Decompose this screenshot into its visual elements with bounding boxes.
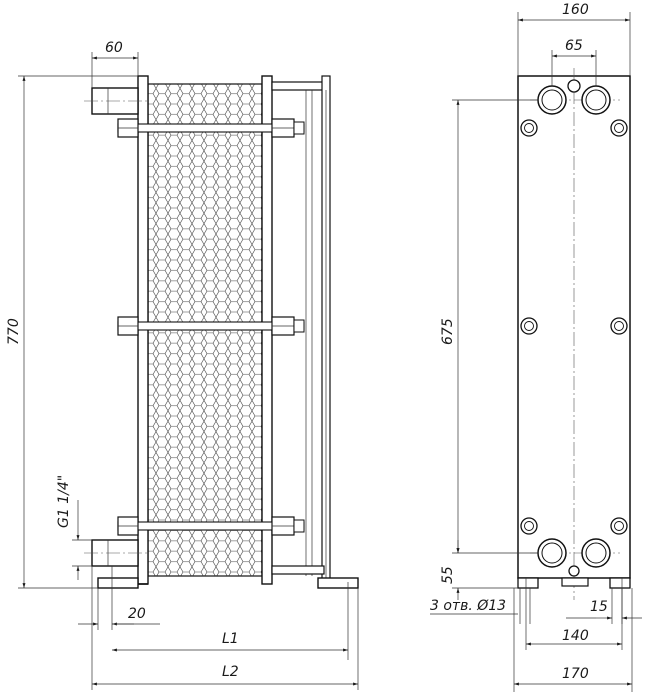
dim-front-width: 160 bbox=[562, 2, 589, 18]
bolt-top-right bbox=[610, 119, 628, 137]
tie-bolt-bottom bbox=[117, 516, 305, 536]
back-foot bbox=[317, 577, 359, 589]
lower-port-right bbox=[581, 538, 611, 568]
dim-holes: 3 отв. Ø13 bbox=[430, 598, 506, 614]
dim-base-140: 140 bbox=[562, 628, 589, 644]
front-base-center bbox=[561, 577, 589, 587]
dim-l2: L2 bbox=[222, 664, 239, 680]
top-guide-bar bbox=[271, 81, 325, 91]
front-foot bbox=[97, 577, 139, 589]
dim-base-170: 170 bbox=[562, 666, 589, 682]
upper-port-left bbox=[537, 85, 567, 115]
lower-port-left bbox=[537, 538, 567, 568]
front-base-right bbox=[609, 577, 631, 589]
bottom-guide-bar bbox=[271, 565, 325, 575]
upper-port-right bbox=[581, 85, 611, 115]
dim-edge-15: 15 bbox=[590, 599, 608, 615]
dim-thread: G1 1/4" bbox=[56, 475, 72, 528]
tie-bolt-middle bbox=[117, 316, 305, 336]
dim-port-vertical: 675 bbox=[440, 318, 456, 345]
front-view: 160 65 675 55 3 отв. Ø13 15 140 bbox=[430, 2, 642, 692]
front-base-left bbox=[517, 577, 539, 589]
dim-port-bottom: 55 bbox=[440, 566, 456, 584]
dim-offset: 20 bbox=[128, 606, 146, 622]
bolt-bottom-left bbox=[520, 517, 538, 535]
tie-bolt-top bbox=[117, 118, 305, 138]
bolt-bottom-right bbox=[610, 517, 628, 535]
bottom-drain-port bbox=[568, 565, 580, 577]
top-vent-port bbox=[567, 79, 581, 93]
dim-total-height: 770 bbox=[6, 318, 22, 345]
side-view: 60 770 G1 1/4" 20 L1 L2 bbox=[6, 40, 359, 690]
dim-port-spacing: 65 bbox=[565, 38, 583, 54]
dim-side-width: 60 bbox=[105, 40, 123, 56]
dim-l1: L1 bbox=[222, 631, 239, 647]
bolt-mid-left bbox=[520, 317, 538, 335]
bolt-mid-right bbox=[610, 317, 628, 335]
bolt-top-left bbox=[520, 119, 538, 137]
